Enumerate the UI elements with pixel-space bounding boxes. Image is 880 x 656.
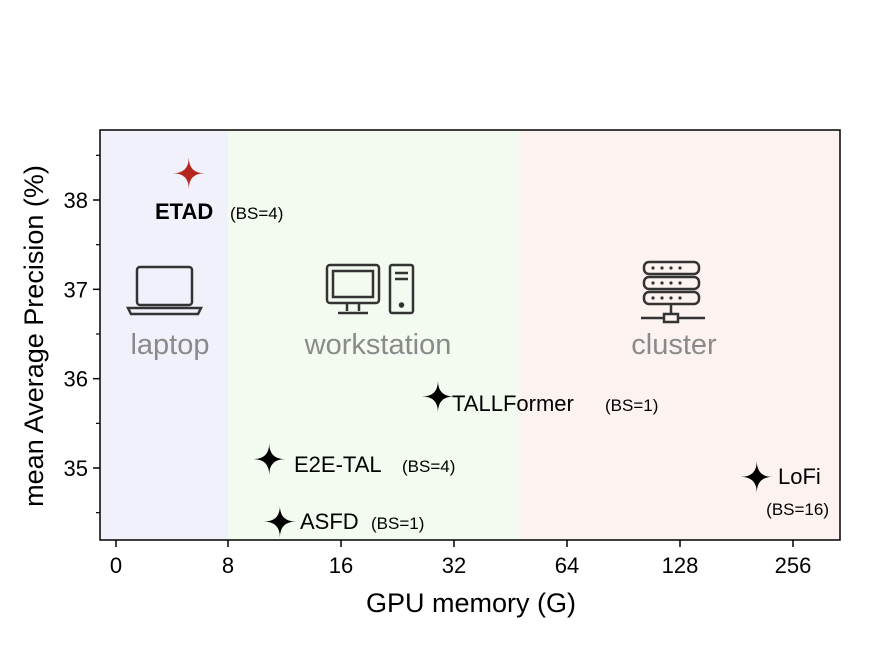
y-tick-label: 36 [64,367,88,392]
region-label-cluster: cluster [631,329,717,361]
point-label-asfd: ASFD [300,509,359,534]
point-marker-e2e-tal [253,443,286,476]
x-tick-label: 128 [662,553,699,578]
x-tick-label: 256 [775,553,812,578]
point-marker-etad [172,157,205,190]
y-axis-title: mean Average Precision (%) [19,165,49,507]
point-marker-asfd [263,505,296,538]
region-label-workstation: workstation [304,329,452,361]
region-label-laptop: laptop [130,329,209,361]
x-tick-label: 64 [555,553,579,578]
hardware-icons [125,260,705,324]
point-label-e2e-tal: E2E-TAL [294,452,382,477]
data-points: ETAD (BS=4) TALLFormer (BS=1) E2E-TAL (BS=4) A… [155,157,829,538]
hardware-regions [100,130,840,540]
region-laptop [100,130,228,540]
x-tick-label: 0 [110,553,122,578]
point-label-etad: ETAD [155,199,213,224]
point-batch-etad: (BS=4) [230,204,283,223]
plot-frame [99,129,841,541]
point-marker-tallformer [421,380,454,413]
point-batch-tallformer: (BS=1) [605,396,658,415]
point-batch-asfd: (BS=1) [371,514,424,533]
y-tick-label: 37 [64,277,88,302]
point-label-lofi: LoFi [778,464,821,489]
y-tick-label: 35 [64,456,88,481]
point-batch-e2e-tal: (BS=4) [402,457,455,476]
x-tick-label: 32 [442,553,466,578]
x-tick-label: 16 [329,553,353,578]
point-label-tallformer: TALLFormer [452,391,574,416]
axes: 0 8 16 32 64 128 256 35 36 37 38 [64,129,841,578]
laptop-icon [125,265,204,316]
x-tick-label: 8 [222,553,234,578]
x-axis-title: GPU memory (G) [366,588,576,618]
region-workstation [228,130,521,540]
point-marker-lofi [740,460,773,493]
point-batch-lofi: (BS=16) [766,500,829,519]
server-icon [641,260,705,324]
region-labels: laptop workstation cluster [130,329,717,361]
region-cluster [520,130,840,540]
workstation-icon [325,263,415,315]
y-tick-label: 38 [64,188,88,213]
